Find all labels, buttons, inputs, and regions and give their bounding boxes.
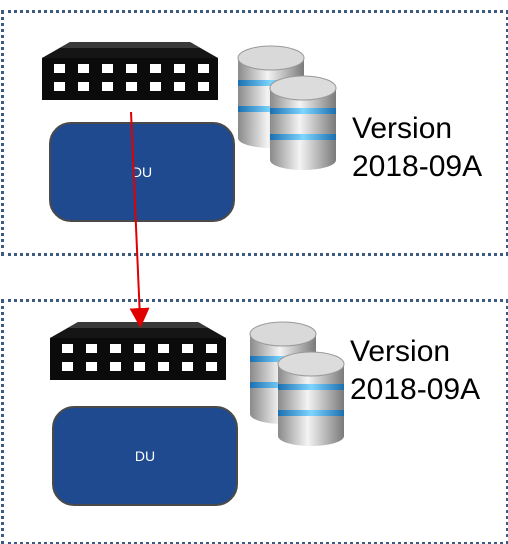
site-top-container (1, 10, 508, 256)
du-label: DU (134, 448, 156, 464)
version-number: 2018-09A (350, 372, 481, 406)
du-box-top: DU (49, 122, 235, 222)
network-switch-icon (50, 322, 226, 380)
version-label-bottom: Version 2018-09A (350, 333, 480, 408)
du-box-bottom: DU (52, 406, 238, 506)
site-bottom-container (1, 299, 508, 544)
version-title: Version (352, 112, 453, 145)
database-icon (237, 45, 337, 170)
version-number: 2018-09A (352, 149, 483, 183)
version-title: Version (350, 335, 451, 368)
du-label: DU (131, 164, 153, 180)
network-switch-icon (42, 42, 218, 100)
database-icon (249, 321, 345, 446)
version-label-top: Version 2018-09A (352, 110, 482, 185)
